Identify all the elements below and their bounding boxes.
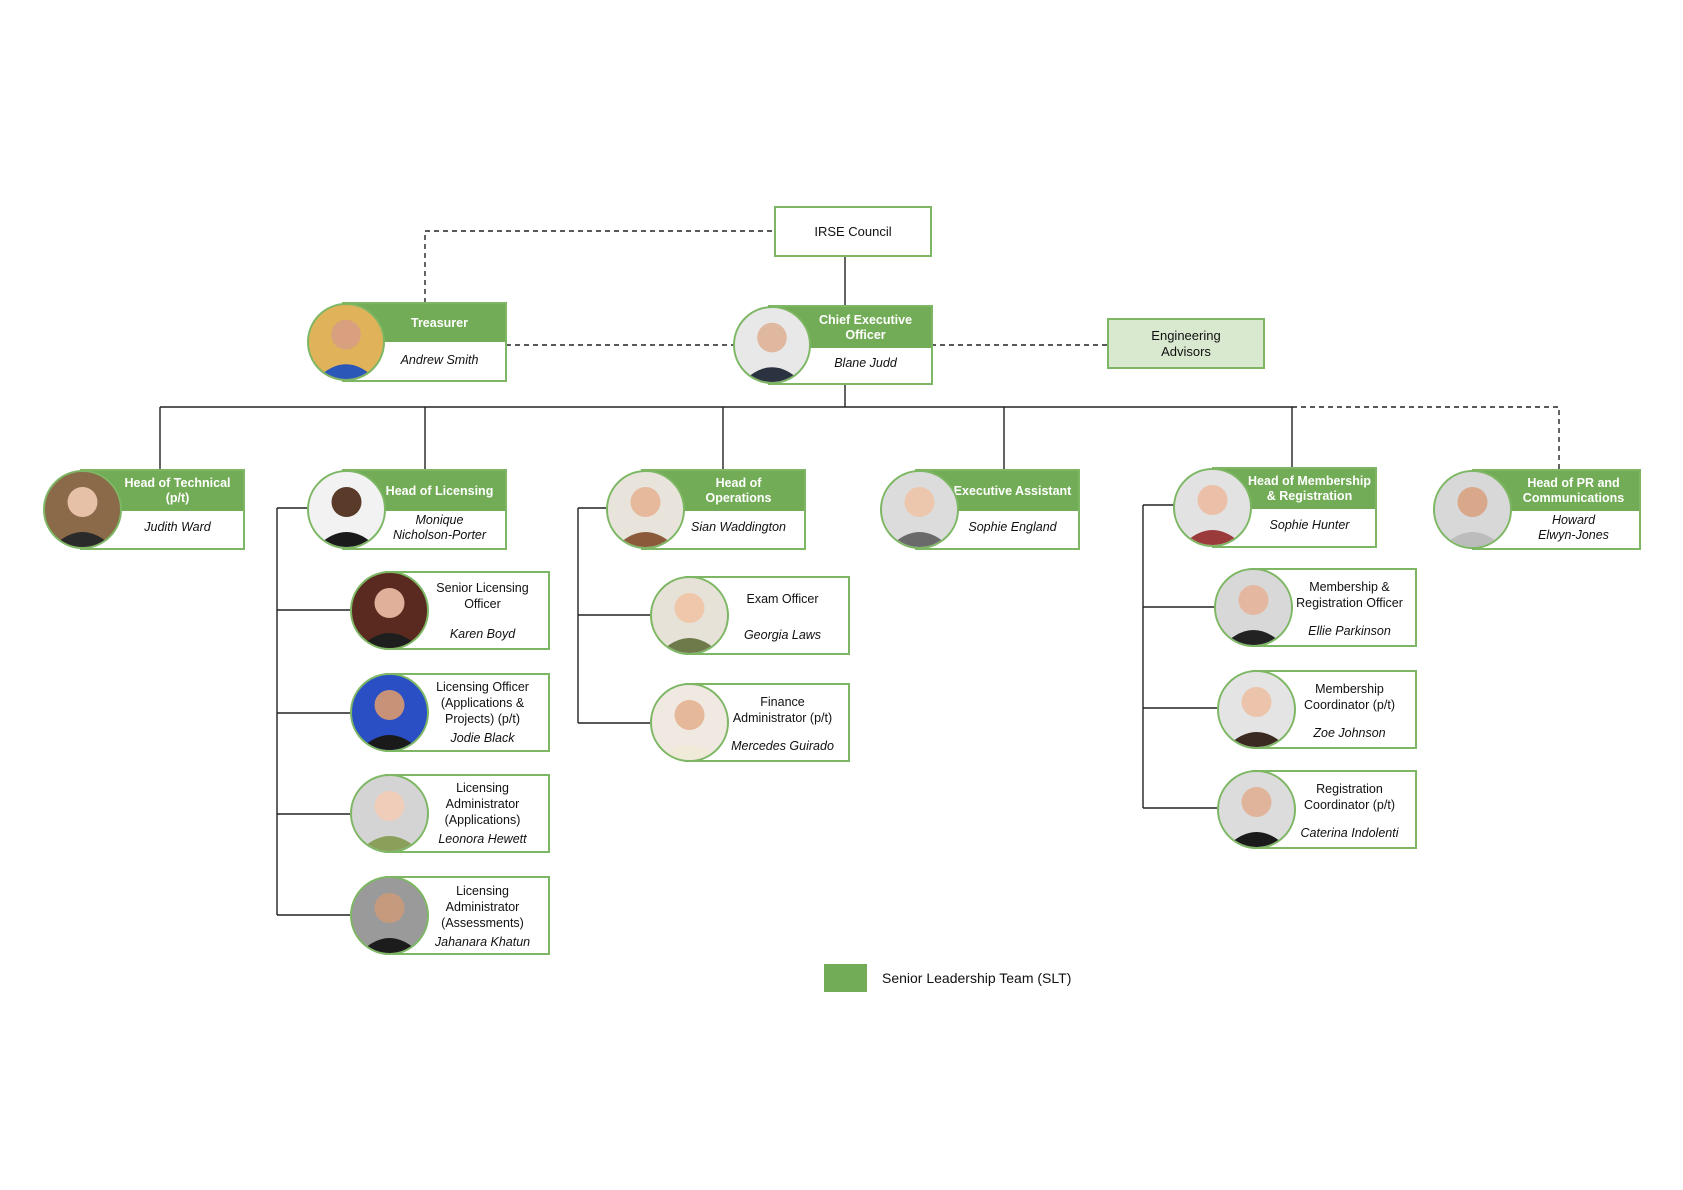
person-name: Ellie Parkinson [1308,623,1391,638]
membership-member-card: Membership & Registration Officer Ellie … [1214,568,1417,647]
person-name: Monique Nicholson-Porter [392,512,487,542]
role-label: Licensing Administrator (Assessments) [441,884,524,930]
photo-avatar [1433,470,1512,549]
role-label: Licensing Administrator (Applications) [444,781,521,827]
person-name: Sophie England [968,520,1057,534]
photo-avatar [650,683,729,762]
membership-member-card: Registration Coordinator (p/t) Caterina … [1217,770,1417,849]
role-label: Finance Administrator (p/t) [732,695,833,725]
photo-avatar [1214,568,1293,647]
person-name: Mercedes Guirado [731,738,834,753]
head-licensing-card: Head of Licensing Monique Nicholson-Port… [307,469,507,550]
legend-label: Senior Leadership Team (SLT) [882,970,1072,986]
photo-avatar [43,470,122,549]
head-technical-card: Head of Technical (p/t) Judith Ward [43,469,245,550]
photo-avatar [650,576,729,655]
head-pr-card: Head of PR and Communications Howard Elw… [1433,469,1641,550]
role-label: Senior Licensing Officer [436,581,529,611]
person-name: Blane Judd [834,356,897,370]
role-label: Exam Officer [746,592,819,606]
role-label: Membership & Registration Officer [1296,580,1403,610]
person-name: Jahanara Khatun [434,934,531,949]
engineering-advisors-label: Engineering Advisors [1151,327,1221,359]
ceo-card: Chief Executive Officer Blane Judd [733,305,933,385]
role-label: Licensing Officer (Applications & Projec… [436,680,529,726]
person-name: Karen Boyd [449,626,516,641]
licensing-member-card: Licensing Administrator (Assessments) Ja… [350,876,550,955]
person-name: Caterina Indolenti [1300,825,1399,840]
photo-avatar [880,470,959,549]
photo-avatar [350,774,429,853]
photo-avatar [307,470,386,549]
licensing-member-card: Senior Licensing Officer Karen Boyd [350,571,550,650]
engineering-advisors-box: Engineering Advisors [1107,318,1265,369]
pr-dashed [1292,406,1560,470]
photo-avatar [1173,468,1252,547]
photo-avatar [1217,670,1296,749]
treasurer-council-dashed [424,230,774,303]
person-name: Jodie Black [450,730,515,745]
licensing-member-card: Licensing Administrator (Applications) L… [350,774,550,853]
person-name: Zoe Johnson [1313,725,1386,740]
legend-swatch [824,964,867,992]
photo-avatar [350,673,429,752]
person-name: Judith Ward [144,520,211,534]
irse-council-label: IRSE Council [814,223,892,239]
operations-member-card: Finance Administrator (p/t) Mercedes Gui… [650,683,850,762]
photo-avatar [307,303,385,381]
head-operations-card: Head of Operations Sian Waddington [606,469,806,550]
photo-avatar [606,470,685,549]
executive-assistant-card: Executive Assistant Sophie England [880,469,1080,550]
person-name: Leonora Hewett [438,831,527,846]
irse-council-box: IRSE Council [774,206,932,257]
role-label: Registration Coordinator (p/t) [1303,782,1395,812]
person-name: Sian Waddington [691,520,786,534]
operations-member-card: Exam Officer Georgia Laws [650,576,850,655]
photo-avatar [350,571,429,650]
photo-avatar [733,306,811,384]
person-name: Howard Elwyn-Jones [1538,512,1609,542]
role-label: Membership Coordinator (p/t) [1303,682,1395,712]
person-name: Sophie Hunter [1269,518,1350,532]
photo-avatar [1217,770,1296,849]
person-name: Andrew Smith [400,352,479,367]
treasurer-card: Treasurer Andrew Smith [307,302,507,382]
head-membership-card: Head of Membership & Registration Sophie… [1173,467,1377,548]
person-name: Georgia Laws [743,627,822,642]
membership-member-card: Membership Coordinator (p/t) Zoe Johnson [1217,670,1417,749]
licensing-member-card: Licensing Officer (Applications & Projec… [350,673,550,752]
photo-avatar [350,876,429,955]
